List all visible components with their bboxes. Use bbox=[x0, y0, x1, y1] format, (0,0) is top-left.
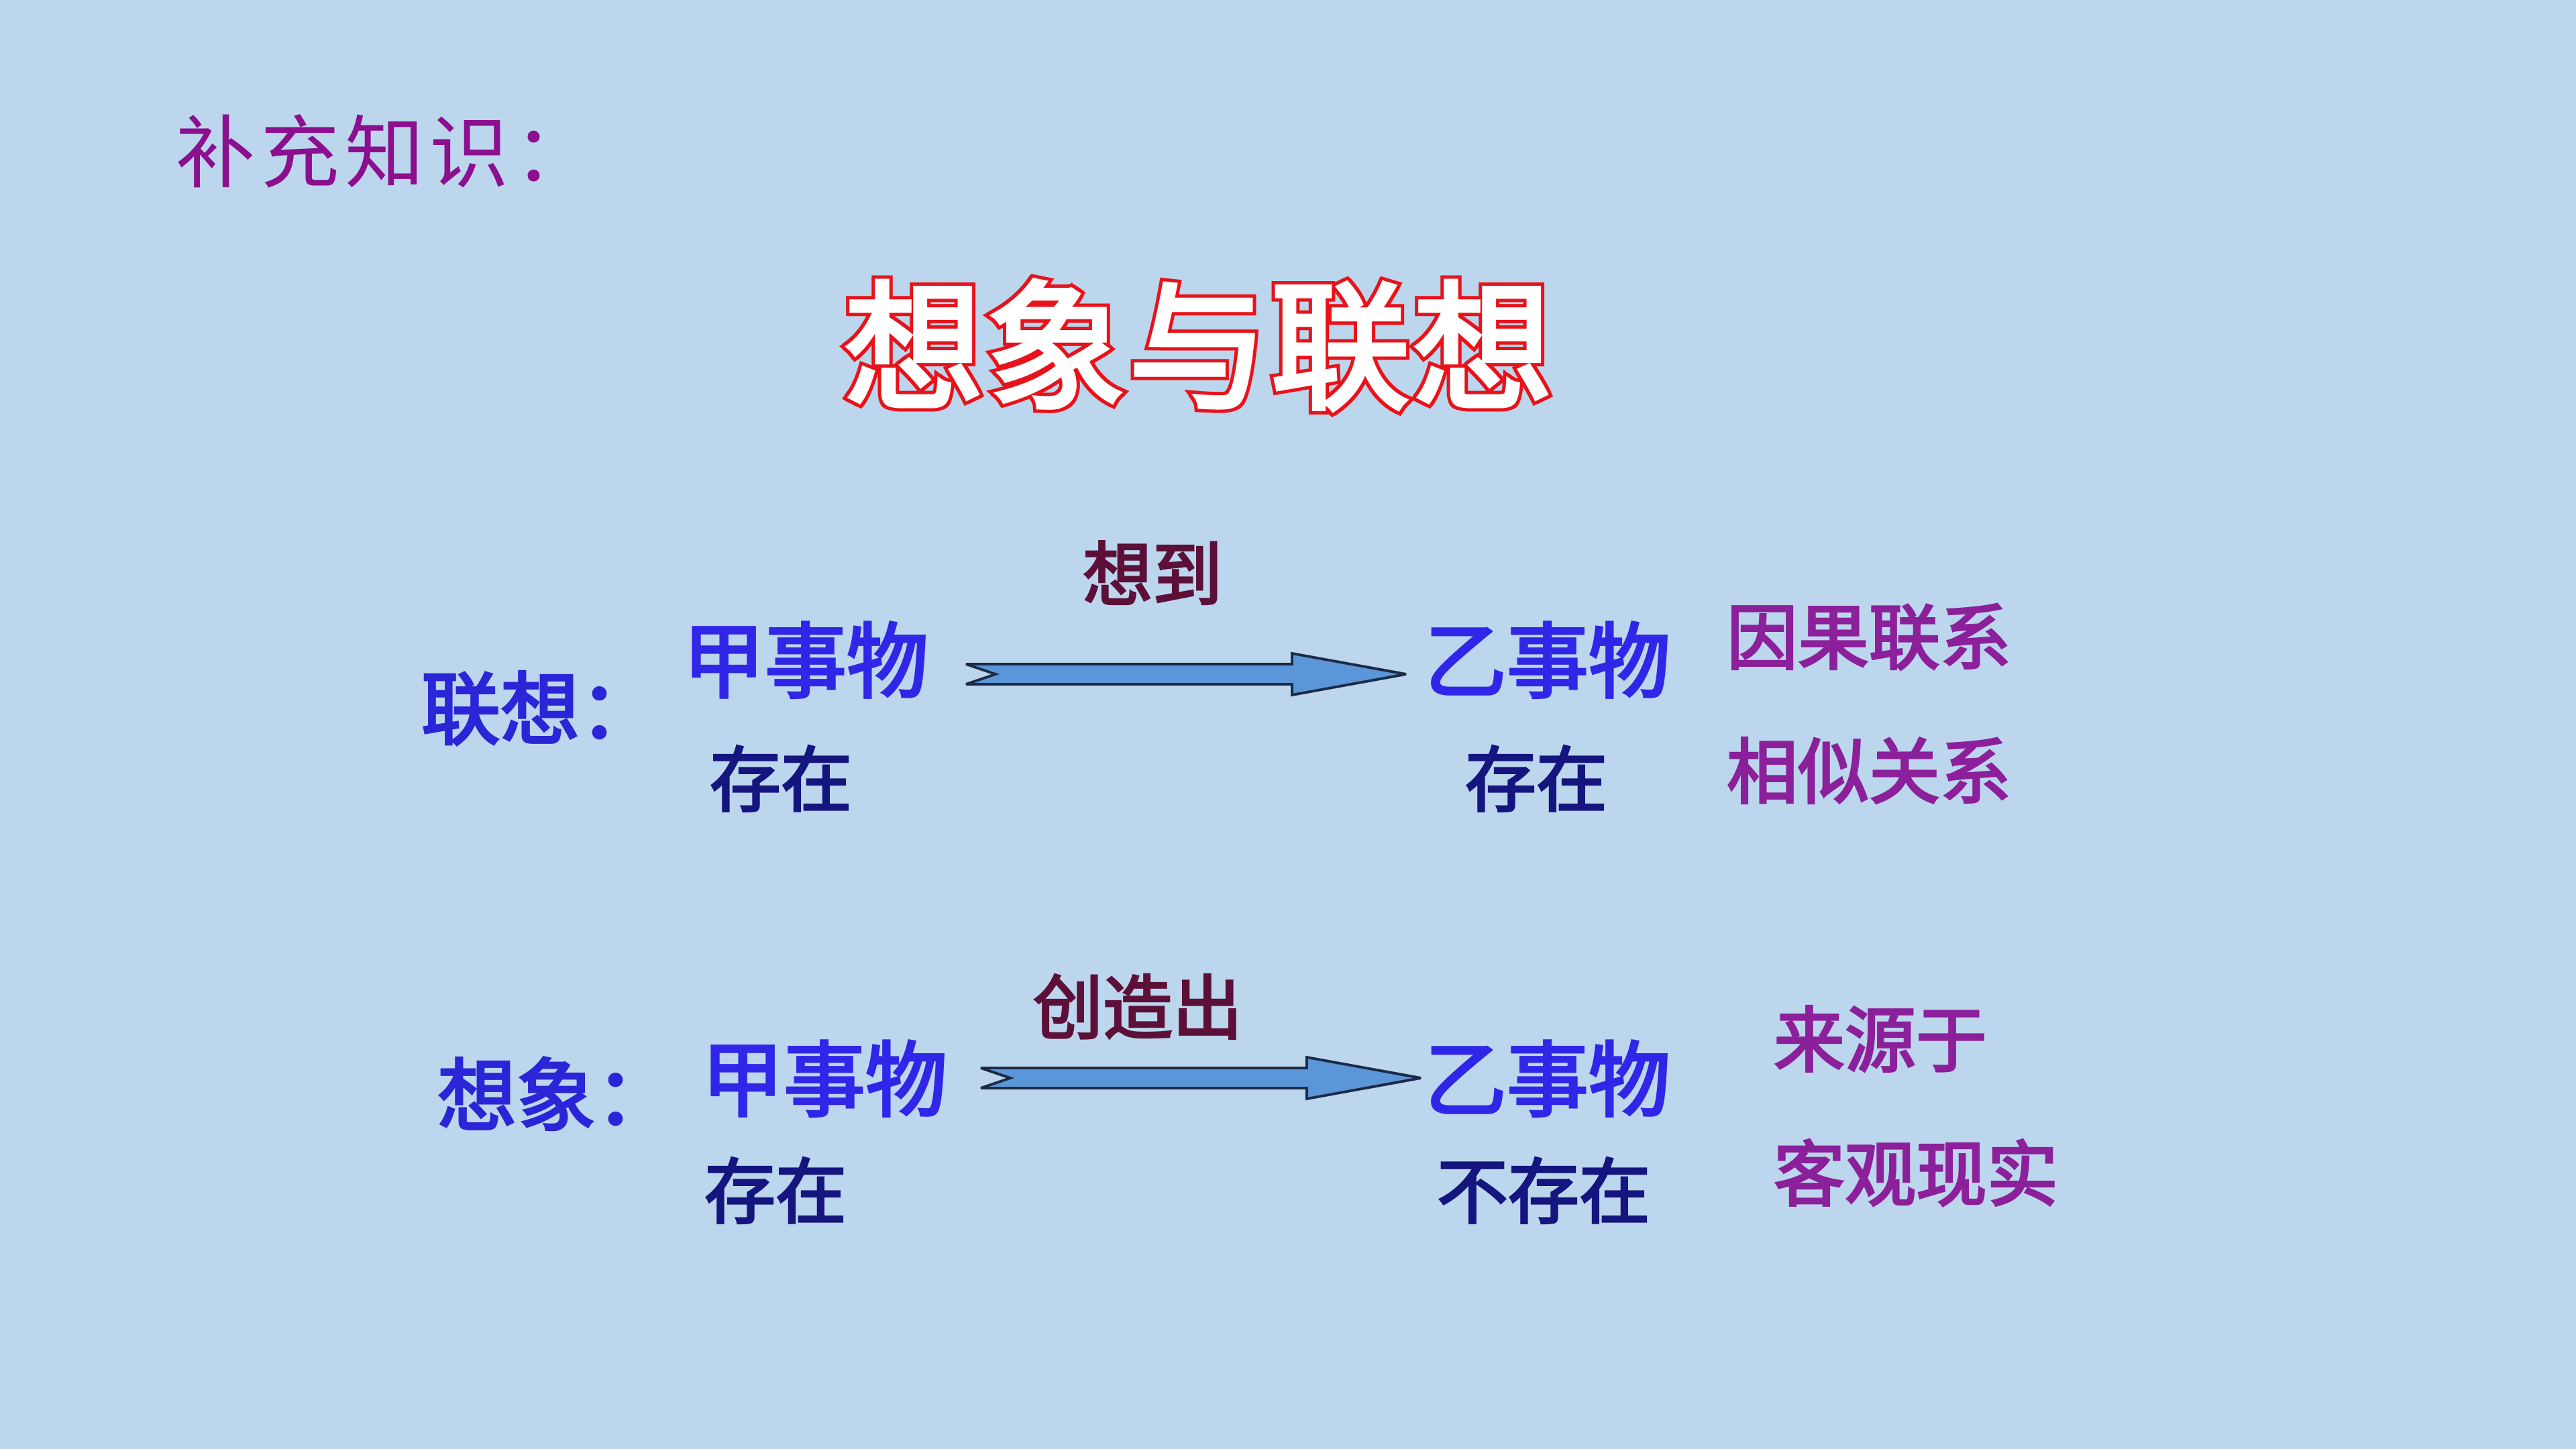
imagination-verb: 创造出 bbox=[1033, 968, 1243, 1050]
imagination-to-thing: 乙事物 bbox=[1425, 1032, 1670, 1129]
association-verb: 想到 bbox=[1083, 535, 1223, 616]
supplement-heading: 补充知识： bbox=[176, 107, 599, 200]
imagination-from-state: 存在 bbox=[704, 1152, 847, 1234]
association-relation-similar: 相似关系 bbox=[1727, 732, 2011, 814]
association-from-thing: 甲事物 bbox=[683, 614, 928, 710]
association-from-state: 存在 bbox=[710, 740, 852, 822]
association-arrow bbox=[965, 651, 1407, 697]
association-relation-cause: 因果联系 bbox=[1727, 598, 2011, 680]
imagination-relation-source: 来源于 bbox=[1774, 1000, 1987, 1083]
association-to-state: 存在 bbox=[1465, 740, 1607, 822]
imagination-arrow bbox=[980, 1055, 1421, 1101]
imagination-label: 想象： bbox=[437, 1051, 676, 1143]
slide-title: 想象与联想 bbox=[841, 269, 1556, 431]
association-label: 联想： bbox=[421, 664, 659, 757]
imagination-relation-reality: 客观现实 bbox=[1774, 1134, 2058, 1217]
imagination-to-state: 不存在 bbox=[1437, 1152, 1650, 1234]
association-to-thing: 乙事物 bbox=[1425, 614, 1670, 710]
imagination-from-thing: 甲事物 bbox=[702, 1032, 947, 1129]
